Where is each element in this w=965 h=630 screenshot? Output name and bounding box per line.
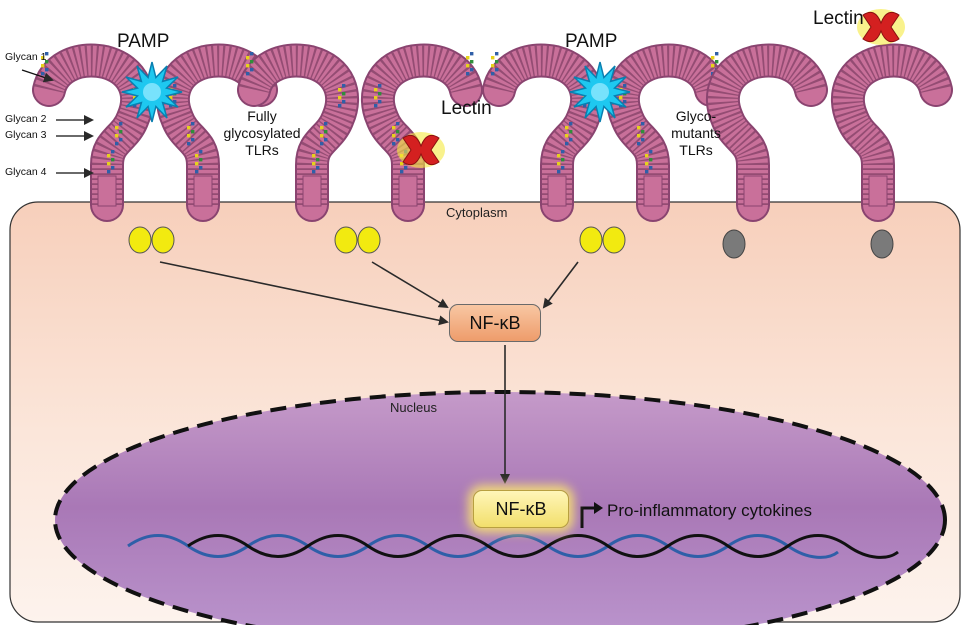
fully-glycosylated-line-2: glycosylated (223, 125, 301, 141)
glycan-chain (107, 150, 115, 174)
tlr-dimer-2-left (237, 43, 360, 222)
adaptor-inactive-2 (870, 229, 894, 259)
tlr-monomer-mutant-1 (705, 43, 828, 222)
glycan-chain (466, 52, 474, 76)
glycan-chain (338, 84, 346, 108)
glycan-chain (374, 84, 382, 108)
fully-glycosylated-line-3: TLRs (245, 142, 279, 158)
glycan-chain (637, 122, 645, 146)
glycan-chain (557, 150, 565, 174)
nfkb-cytoplasm-box: NF-κB (449, 304, 541, 342)
arrow-midleft-to-nfkb (371, 261, 449, 309)
glycan-4-label: Glycan 4 (5, 166, 47, 178)
fully-glycosylated-label: Fully glycosylated TLRs (216, 108, 308, 159)
glycan-chain (491, 52, 499, 76)
lectin-label-top-right: Lectin (813, 8, 864, 29)
glyco-mutants-line-3: TLRs (679, 142, 713, 158)
glyco-mutants-label: Glyco- mutants TLRs (656, 108, 736, 159)
glycan-chain (392, 122, 400, 146)
tlr-dimer-3-right (605, 43, 728, 222)
nfkb-nucleus-box: NF-κB (473, 490, 569, 528)
starburst-icon-left (121, 61, 183, 123)
arrow-left-to-nfkb (159, 261, 449, 326)
adaptor-inactive-1 (722, 229, 746, 259)
adaptor-pair-1 (128, 226, 175, 254)
nucleus-label: Nucleus (390, 400, 437, 415)
glycan-chain (195, 150, 203, 174)
dna-strand-black (187, 534, 899, 559)
glycan-pointers (21, 69, 94, 178)
glycan-1-label: Glycan 1 (5, 51, 47, 63)
pro-inflammatory-label: Pro-inflammatory cytokines (607, 501, 813, 520)
lectin-shape-icon-free (857, 9, 905, 45)
tlr-dimer-2-right (360, 43, 483, 222)
glycan-chain (320, 122, 328, 146)
glycan-chain (115, 122, 123, 146)
glycan-chain (565, 122, 573, 146)
pamp-label-left: PAMP (117, 31, 170, 52)
arrow-right-to-nfkb (542, 261, 579, 309)
adaptor-pair-3 (579, 226, 626, 254)
glycan-2-label: Glycan 2 (5, 113, 47, 125)
glycan-chain (187, 122, 195, 146)
glycan-chain (246, 52, 254, 76)
nfkb-nucleus-text: NF-κB (495, 498, 547, 519)
lectin-shape-icon-bound (397, 132, 445, 168)
glyco-mutants-line-2: mutants (671, 125, 721, 141)
tlr-dimer-3-left (482, 43, 605, 222)
tlr-receptors (32, 9, 953, 222)
tlr-dimer-1-left (32, 43, 155, 222)
adaptor-pair-2 (334, 226, 381, 254)
bent-arrow-icon (580, 502, 603, 528)
glycan-chain (312, 150, 320, 174)
cytoplasm-label: Cytoplasm (446, 205, 508, 220)
lectin-label-middle: Lectin (441, 98, 492, 119)
glycan-chain (645, 150, 653, 174)
nfkb-cytoplasm-text: NF-κB (469, 312, 521, 333)
pamp-label-right: PAMP (565, 31, 618, 52)
glyco-mutants-line-1: Glyco- (675, 108, 717, 124)
glycan-3-label: Glycan 3 (5, 129, 47, 141)
tlr-monomer-mutant-2 (830, 43, 953, 222)
starburst-icon-right (569, 61, 631, 123)
tlr-dimer-1-right (155, 43, 278, 222)
fully-glycosylated-line-1: Fully (247, 108, 277, 124)
glycan-chain (41, 52, 49, 76)
